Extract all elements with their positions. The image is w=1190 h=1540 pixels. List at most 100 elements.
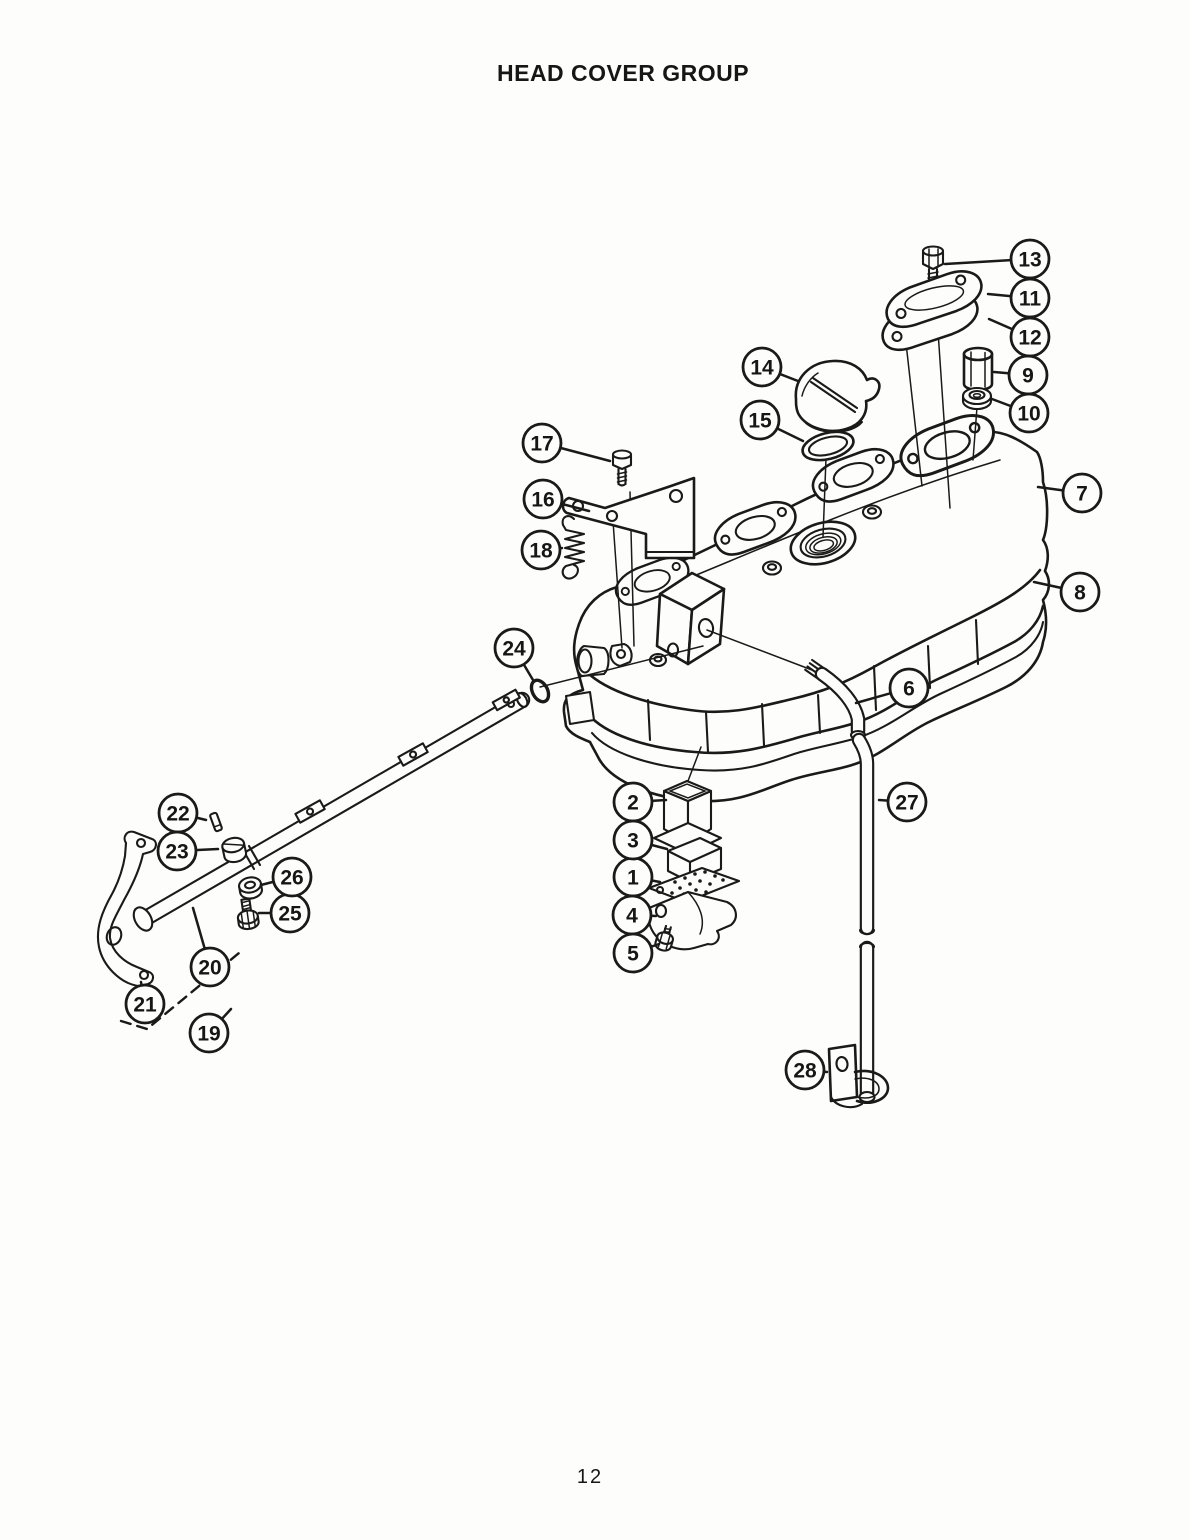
breather-assembly-drawing <box>647 779 741 952</box>
callout-number: 20 <box>198 957 221 980</box>
callout-9: 9 <box>992 354 1049 396</box>
cover-lug <box>609 642 633 668</box>
callout-number: 17 <box>530 433 553 456</box>
callout-circle <box>188 1012 230 1054</box>
callout-number: 21 <box>133 994 157 1017</box>
callout-number: 1 <box>627 867 639 890</box>
callout-number: 16 <box>531 489 554 512</box>
callout-circle <box>612 819 654 861</box>
cap-23 <box>221 836 248 864</box>
callout-circle <box>612 932 654 974</box>
callout-circle <box>888 667 930 709</box>
callout-24: 24 <box>493 627 535 682</box>
callout-number: 11 <box>1019 288 1042 311</box>
callout-22: 22 <box>157 792 208 834</box>
cover-port <box>713 501 797 556</box>
callout-number: 13 <box>1018 249 1041 272</box>
bracket-16 <box>561 476 696 560</box>
callout-5: 5 <box>612 932 661 974</box>
spring-18 <box>561 515 586 580</box>
callout-2: 2 <box>612 781 668 823</box>
callouts-layer: 1234567891011121314151617181920212223242… <box>124 238 1103 1091</box>
callout-circle <box>1009 238 1051 280</box>
callout-circle <box>741 346 783 388</box>
callout-circle <box>521 422 563 464</box>
callout-10: 10 <box>990 392 1050 434</box>
callout-21: 21 <box>124 980 166 1025</box>
callout-number: 24 <box>502 638 526 661</box>
callout-number: 7 <box>1076 483 1088 506</box>
callout-19: 19 <box>188 1007 233 1054</box>
callout-3: 3 <box>612 819 669 861</box>
pin-22 <box>209 811 223 833</box>
cover-ribs <box>646 618 980 754</box>
clamp-28 <box>827 1043 890 1109</box>
alignment-lines <box>539 330 978 782</box>
callout-circle <box>1008 392 1050 434</box>
o-ring-15 <box>801 430 855 462</box>
callout-number: 28 <box>793 1060 817 1083</box>
callout-16: 16 <box>522 478 591 520</box>
callout-number: 3 <box>627 830 639 853</box>
callout-number: 9 <box>1022 365 1034 388</box>
filler-neck <box>789 520 857 566</box>
callout-circle <box>124 983 166 1025</box>
cover-side-port <box>564 644 610 726</box>
bolt-5 <box>654 924 674 952</box>
callout-number: 10 <box>1017 403 1040 426</box>
callout-number: 6 <box>903 678 915 701</box>
callout-circle <box>784 1049 826 1091</box>
callout-number: 2 <box>627 792 639 815</box>
callout-circle <box>522 478 564 520</box>
head-cover-drawing <box>562 414 1051 803</box>
callout-4: 4 <box>611 894 658 936</box>
callout-number: 22 <box>166 803 189 826</box>
rod-pad <box>397 742 429 767</box>
page-number: 12 <box>576 1466 604 1488</box>
callout-8: 8 <box>1032 571 1101 613</box>
washer-26 <box>238 876 263 900</box>
tube-drawing <box>804 658 890 1109</box>
callout-number: 15 <box>748 410 772 433</box>
tube-nipple <box>804 658 828 682</box>
callout-number: 27 <box>895 792 918 815</box>
callout-number: 26 <box>280 867 303 890</box>
bolt-25 <box>236 897 260 931</box>
callout-number: 25 <box>278 903 302 926</box>
oil-cap-14 <box>794 359 881 433</box>
callout-18: 18 <box>520 529 564 571</box>
callout-7: 7 <box>1036 472 1103 514</box>
cover-boss <box>655 571 726 666</box>
washer-10 <box>961 386 993 411</box>
callout-number: 4 <box>626 905 638 928</box>
lever-arm <box>96 830 157 988</box>
callout-25: 25 <box>257 892 311 934</box>
top-parts-drawing <box>794 245 994 462</box>
o-ring-24 <box>529 678 551 704</box>
callout-circle <box>1059 571 1101 613</box>
callout-number: 8 <box>1074 582 1086 605</box>
callout-number: 12 <box>1018 327 1041 350</box>
callout-11: 11 <box>986 277 1051 319</box>
bolt-17 <box>611 449 633 487</box>
callout-circle <box>739 399 781 441</box>
callout-14: 14 <box>741 346 800 388</box>
callout-number: 18 <box>529 540 553 563</box>
callout-circle <box>1061 472 1103 514</box>
callout-circle <box>156 830 198 872</box>
callout-26: 26 <box>259 856 313 898</box>
callout-circle <box>1009 316 1051 358</box>
cylinder-9 <box>962 346 994 392</box>
rod-pad <box>294 799 326 824</box>
callout-20: 20 <box>189 906 231 988</box>
page-title: HEAD COVER GROUP <box>497 60 750 86</box>
callout-number: 19 <box>197 1023 220 1046</box>
tube-break <box>858 928 876 936</box>
callout-15: 15 <box>739 399 805 443</box>
cover-port <box>899 414 995 478</box>
callout-6: 6 <box>854 667 930 709</box>
callout-circle <box>271 856 313 898</box>
cover-plate-11 <box>885 270 983 329</box>
callout-23: 23 <box>156 830 220 872</box>
